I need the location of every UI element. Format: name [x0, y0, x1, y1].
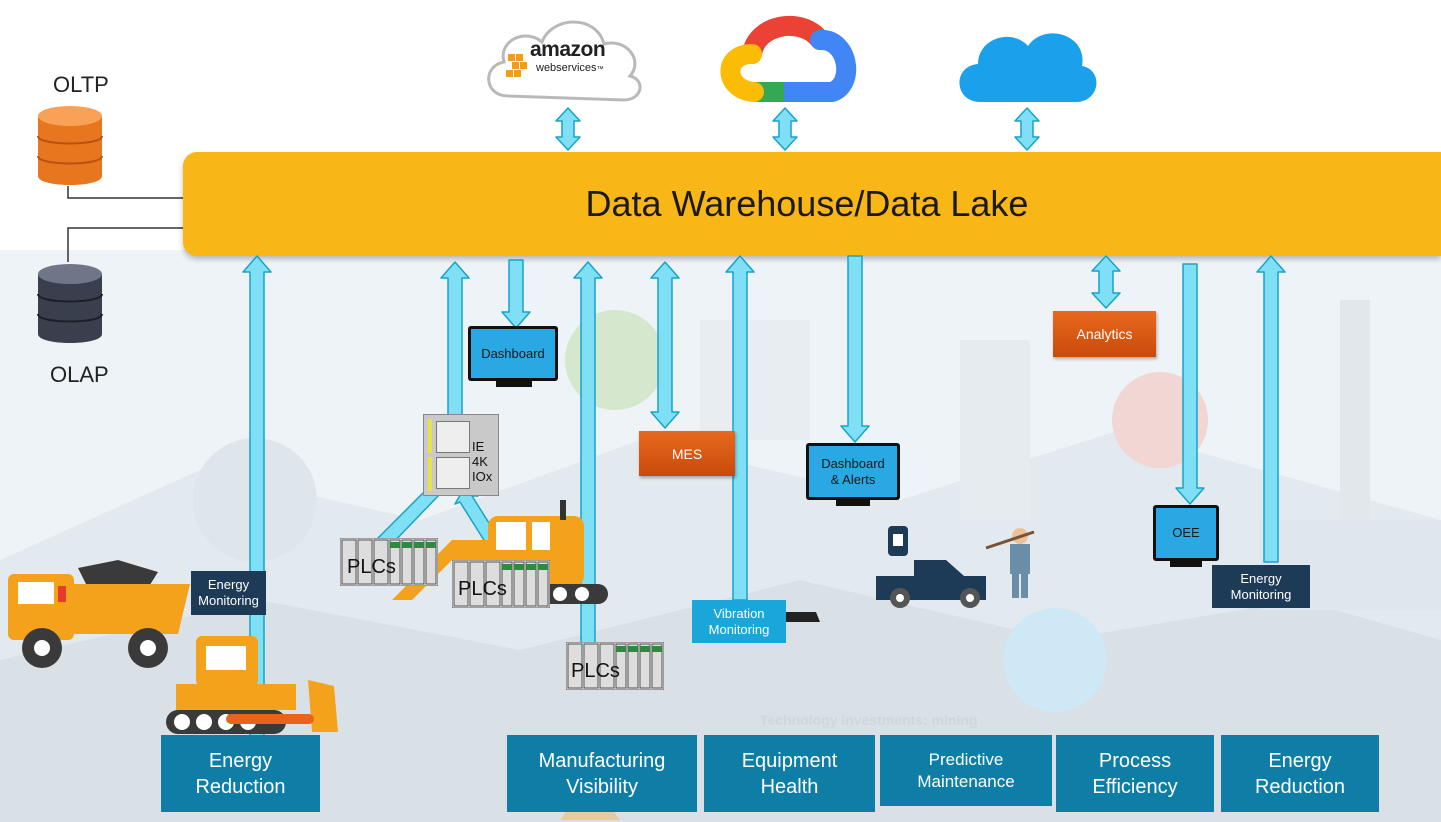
aws-link-arrow	[555, 107, 581, 151]
oee-monitor-stand	[1170, 561, 1202, 567]
aws-wordmark: amazon	[530, 38, 606, 61]
bulldozer-illustration	[166, 636, 338, 734]
google-cloud-logo-icon	[720, 16, 857, 102]
energy-monitoring-right-label-1: Energy	[1240, 570, 1282, 586]
plc-rack-bottom	[566, 642, 664, 690]
energy-monitoring-left-label-2: Monitoring	[198, 593, 259, 608]
vibration-label-2: Monitoring	[708, 621, 770, 637]
vibration-up-arrow	[725, 255, 755, 601]
olap-database-icon	[37, 264, 103, 343]
hub-label: Data Warehouse/Data Lake	[585, 183, 1029, 224]
mes-box: MES	[639, 431, 735, 476]
outcome-label-line1: Equipment	[741, 749, 838, 772]
dashboard-alerts-monitor: Dashboard & Alerts	[806, 443, 900, 500]
mes-double-arrow	[650, 261, 680, 429]
ie4k-label-1: IE	[472, 439, 485, 454]
dashboard-alerts-label-2: & Alerts	[830, 471, 876, 487]
outcome-label-line1: Process	[1098, 749, 1172, 772]
plc-rack-left	[340, 538, 438, 586]
plc-rack-middle	[452, 560, 550, 608]
ie4k-label-3: IOx	[472, 469, 493, 484]
oltp-database-icon	[37, 106, 103, 185]
outcome-label-line1: Energy	[1268, 749, 1332, 772]
energy-monitoring-left-label-1: Energy	[207, 577, 250, 592]
analytics-double-arrow	[1091, 255, 1121, 309]
oee-down-arrow	[1175, 263, 1205, 505]
oltp-label: OLTP	[53, 72, 109, 97]
dashboard-monitor: Dashboard	[468, 326, 558, 381]
dashboard-monitor-stand	[496, 381, 532, 387]
outcome-label-line1: Predictive	[928, 749, 1004, 769]
oee-monitor: OEE	[1153, 505, 1219, 561]
oee-label: OEE	[1172, 525, 1200, 540]
outcome-label-line2: Health	[760, 775, 819, 798]
dump-truck-illustration	[8, 560, 190, 668]
azure-link-arrow	[1014, 107, 1040, 151]
data-warehouse-data-lake-bar: Data Warehouse/Data Lake	[183, 152, 1441, 256]
aws-cloud-icon	[487, 20, 642, 102]
outcome-label-line2: Reduction	[195, 775, 286, 798]
dashboard-alerts-label-1: Dashboard	[821, 455, 885, 471]
background-watermark-text: Technology investments: mining	[760, 712, 978, 728]
dashboard-down-arrow	[501, 259, 531, 329]
alerts-down-arrow	[840, 255, 870, 443]
database-connectors	[67, 186, 184, 262]
dashboard-alerts-monitor-stand	[836, 500, 870, 506]
analytics-box: Analytics	[1053, 311, 1156, 357]
aws-subtext: webservices™	[536, 62, 604, 74]
cloud-icon	[959, 33, 1097, 102]
outcome-label-line1: Manufacturing	[538, 749, 666, 772]
outcome-label-line2: Maintenance	[917, 771, 1015, 791]
vibration-label-1: Vibration	[713, 605, 765, 621]
plc-bottom-label: PLCs	[571, 660, 620, 682]
energy-monitoring-right-label-2: Monitoring	[1230, 586, 1292, 602]
outcome-label-line2: Efficiency	[1092, 775, 1178, 798]
ie4k-up-arrow	[440, 261, 470, 421]
plc-middle-label: PLCs	[458, 578, 507, 600]
olap-label: OLAP	[50, 362, 109, 387]
analytics-label: Analytics	[1076, 326, 1133, 342]
ie4k-gateway-device: IE 4K IOx	[423, 414, 499, 496]
ie4k-label-2: 4K	[472, 454, 488, 469]
dashboard-label: Dashboard	[481, 345, 545, 361]
outcome-label-line1: Energy	[208, 749, 273, 772]
vibration-sensor-icon	[786, 612, 820, 622]
energy-right-up-arrow	[1256, 255, 1286, 563]
plc-left-label: PLCs	[347, 556, 396, 578]
mes-label: MES	[671, 445, 703, 462]
pickup-truck-illustration	[876, 526, 1035, 608]
outcome-label-line2: Reduction	[1254, 775, 1346, 798]
google-link-arrow	[772, 107, 798, 151]
outcome-label-line2: Visibility	[566, 775, 638, 798]
